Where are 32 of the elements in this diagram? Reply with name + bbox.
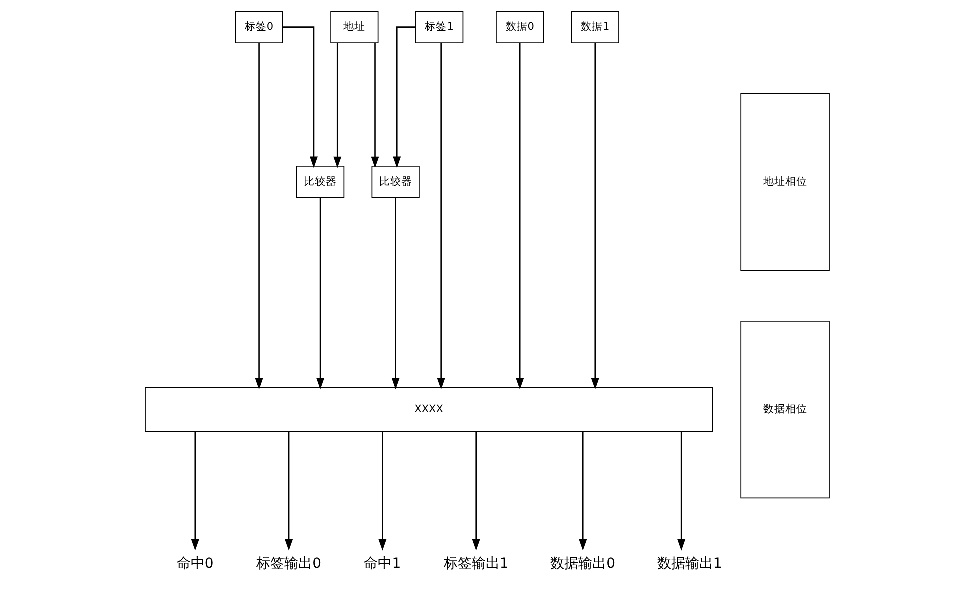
arrow	[316, 198, 324, 390]
arrow	[254, 43, 263, 390]
node-text: 标签输出1	[443, 556, 508, 572]
arrow	[370, 43, 379, 168]
node-box: 数据相位	[740, 320, 830, 499]
node-text: 标签输出0	[256, 556, 321, 572]
node-box: 数据1	[570, 11, 619, 44]
arrow	[578, 432, 587, 551]
node-box: XXXX	[144, 387, 713, 432]
node-text: 命中1	[364, 556, 401, 572]
node-text: 数据输出0	[550, 556, 616, 572]
arrow	[472, 432, 480, 551]
node-text: 数据输出1	[656, 556, 722, 572]
node-box: 地址相位	[740, 93, 830, 272]
arrow	[190, 432, 199, 551]
node-box: 比较器	[371, 166, 420, 198]
arrow	[590, 43, 599, 390]
arrow	[284, 432, 293, 551]
arrow	[282, 26, 318, 168]
node-box: 标签1	[415, 11, 464, 44]
arrow	[391, 198, 400, 390]
arrow	[677, 432, 686, 551]
node-text: 命中0	[176, 556, 214, 572]
node-box: 标签0	[234, 11, 283, 44]
arrow	[516, 43, 524, 390]
node-box: 地址	[330, 11, 378, 44]
arrow	[378, 432, 386, 551]
node-box: 数据0	[496, 11, 544, 44]
arrow	[436, 43, 445, 390]
arrow	[333, 43, 342, 168]
node-box: 比较器	[296, 166, 344, 198]
arrow	[392, 26, 416, 168]
